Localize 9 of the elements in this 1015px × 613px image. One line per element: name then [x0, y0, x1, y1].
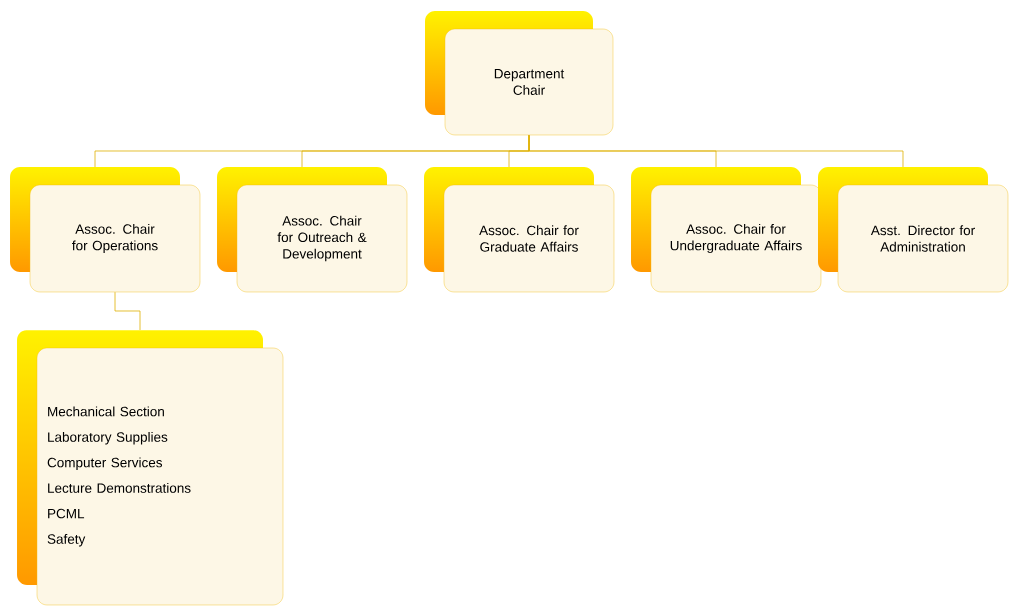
org-box: Asst. Director for Administration: [837, 184, 1009, 293]
org-box: Department Chair: [444, 28, 614, 136]
org-box: Assoc. Chair for Outreach & Development: [236, 184, 408, 293]
org-box: Assoc. Chair for Graduate Affairs: [443, 184, 615, 293]
org-box: Assoc. Chair for Operations: [29, 184, 201, 293]
connector-line: [528, 134, 904, 168]
connector-line: [114, 291, 141, 331]
org-box: Mechanical Section Laboratory Supplies Computer Services Lecture Demonstrations PCML Safety: [36, 347, 284, 606]
org-box: Assoc. Chair for Undergraduate Affairs: [650, 184, 822, 293]
